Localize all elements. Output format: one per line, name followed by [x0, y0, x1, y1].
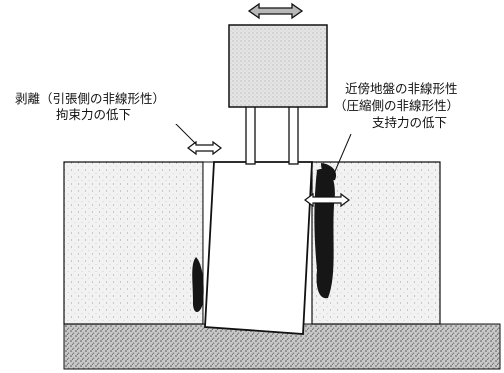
- compression-zone-top: [321, 163, 337, 181]
- ground-nonlinearity-annotation: 近傍地盤の非線形性 （圧縮側の非線形性） 支持力の低下: [333, 76, 495, 134]
- leader-line-left: [172, 120, 197, 145]
- compression-arrow: [304, 192, 350, 208]
- compression-zone-right: [314, 168, 335, 299]
- column-right: [288, 105, 299, 165]
- ground-nonlinearity-label-line2: （圧縮側の非線形性）: [334, 98, 459, 113]
- column-left: [245, 105, 256, 165]
- ground-nonlinearity-label-line3: 支持力の低下: [372, 115, 447, 130]
- leader-line-right: [332, 133, 352, 177]
- separation-annotation-box: [11, 88, 221, 124]
- ground-left: [63, 161, 204, 325]
- foundation-body: [204, 161, 313, 335]
- separation-annotation: 剥離（引張側の非線形性） 拘束力の低下: [11, 88, 221, 124]
- ground-nonlinearity-annotation-box: [333, 76, 495, 134]
- ground-nonlinearity-label-line1: 近傍地盤の非線形性: [345, 81, 458, 96]
- horizontal-motion-arrow: [247, 2, 304, 20]
- separation-zone-left: [192, 257, 204, 313]
- separation-gap-arrow: [187, 140, 222, 156]
- separation-label-line1: 剥離（引張側の非線形性）: [15, 91, 165, 106]
- separation-label-line2: 拘束力の低下: [56, 107, 131, 122]
- superstructure-block: [228, 24, 328, 108]
